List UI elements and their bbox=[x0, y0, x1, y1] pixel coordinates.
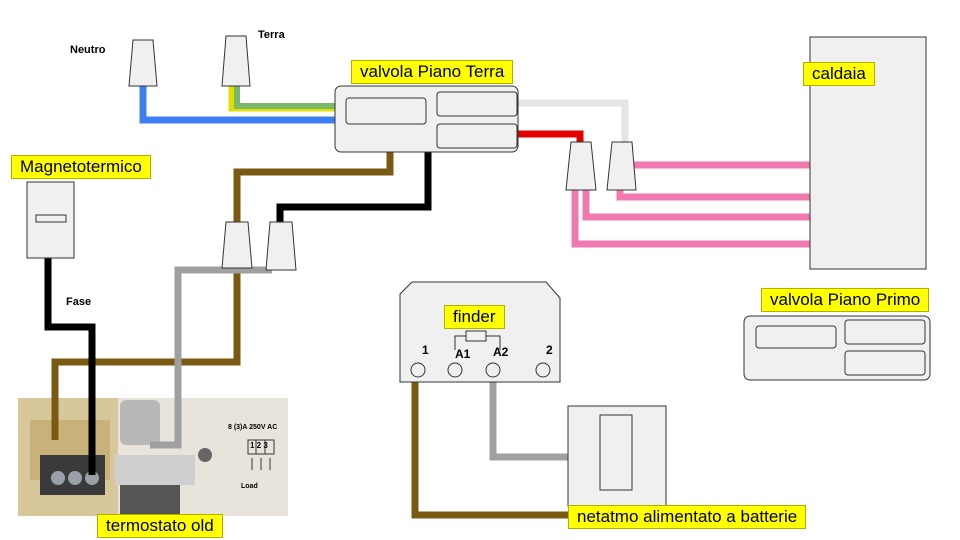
valvola-primo-box bbox=[743, 315, 931, 381]
grey-wire-therm bbox=[150, 266, 272, 449]
wire-label-terra: Terra bbox=[258, 29, 285, 41]
finder-terminal-a2: A2 bbox=[493, 345, 509, 359]
thermostat-load-text: Load bbox=[241, 483, 258, 490]
wire-label-fase: Fase bbox=[66, 296, 92, 308]
thermostat-photo bbox=[18, 398, 288, 516]
finder-terminal-a1: A1 bbox=[455, 347, 471, 361]
wire-connector-brown bbox=[221, 221, 253, 269]
brown-wire-top bbox=[233, 152, 394, 222]
wire-connector-white bbox=[606, 141, 637, 191]
wire-connector-terra bbox=[221, 35, 251, 87]
finder-terminal-1: 1 bbox=[422, 343, 429, 357]
neutro-wire bbox=[139, 86, 335, 124]
label-netatmo: netatmo alimentato a batterie bbox=[568, 505, 807, 529]
label-valvola-primo: valvola Piano Primo bbox=[761, 288, 930, 312]
thermostat-terminals-text: 1 2 3 bbox=[250, 441, 268, 450]
terra-wire bbox=[234, 86, 335, 109]
black-wire-top bbox=[276, 152, 432, 222]
wire-connector-neutro bbox=[128, 39, 158, 87]
wire-connector-red bbox=[565, 141, 597, 191]
label-termostato: termostato old bbox=[97, 514, 223, 538]
wire-connector-black bbox=[265, 221, 297, 271]
thermostat-rating-text: 8 (3)A 250V AC bbox=[228, 424, 278, 431]
grey-wire-netatmo bbox=[489, 378, 568, 461]
valvola-terra-box bbox=[334, 85, 519, 153]
red-wire bbox=[518, 130, 584, 142]
magnetotermico-box bbox=[26, 181, 75, 259]
label-magnetotermico: Magnetotermico bbox=[11, 155, 151, 179]
brown-wire-netatmo bbox=[411, 380, 570, 519]
label-valvola-terra: valvola Piano Terra bbox=[351, 60, 514, 84]
fase-wire bbox=[44, 258, 96, 475]
netatmo-box bbox=[567, 405, 667, 507]
white-wire bbox=[518, 99, 629, 142]
finder-terminal-2: 2 bbox=[546, 343, 553, 357]
pink-wires bbox=[571, 161, 810, 248]
brown-wire-therm bbox=[51, 268, 241, 440]
finder-relay-box bbox=[399, 281, 561, 383]
wire-label-neutro: Neutro bbox=[70, 44, 106, 56]
label-caldaia: caldaia bbox=[803, 62, 875, 86]
label-finder: finder bbox=[444, 305, 505, 329]
